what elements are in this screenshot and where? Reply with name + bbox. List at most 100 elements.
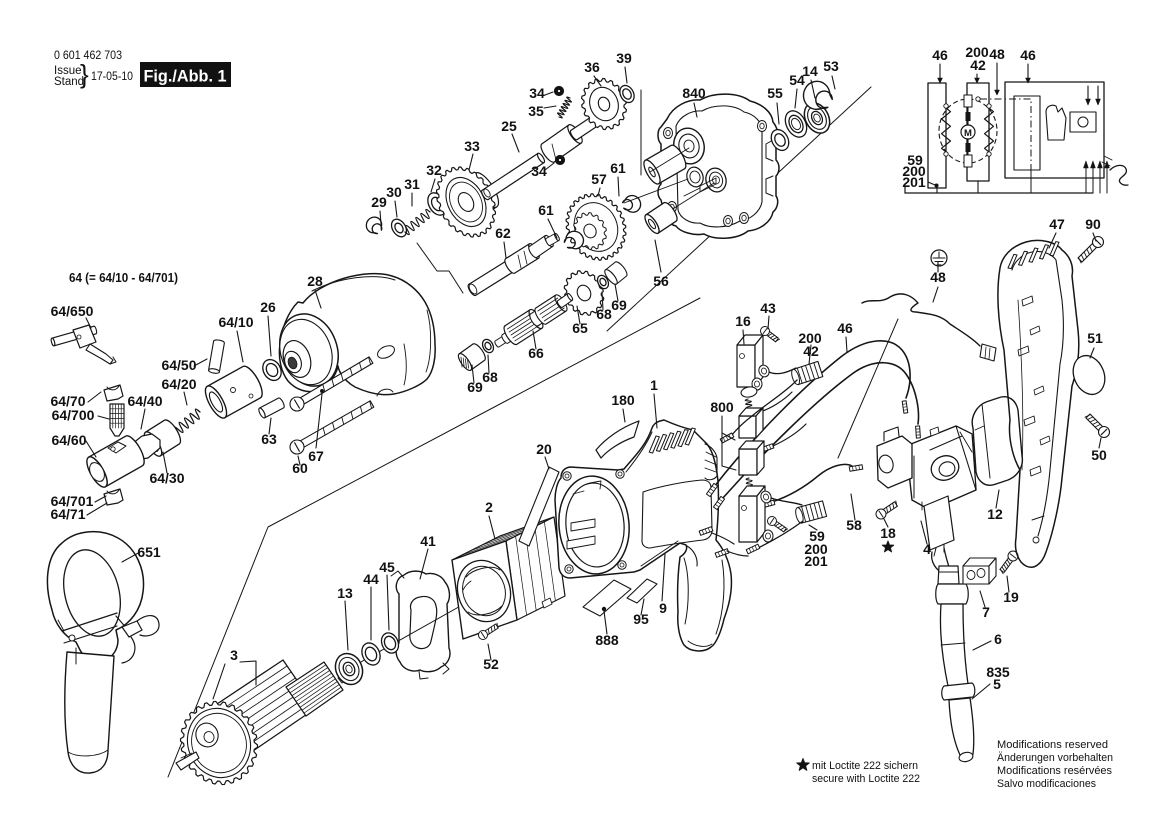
svg-text:41: 41 [420, 533, 436, 549]
svg-text:1: 1 [650, 377, 658, 393]
svg-text:64 (= 64/10 - 64/701): 64 (= 64/10 - 64/701) [69, 271, 178, 285]
svg-text:60: 60 [292, 460, 308, 476]
svg-text:64/20: 64/20 [161, 376, 196, 392]
svg-text:26: 26 [260, 299, 276, 315]
svg-text:33: 33 [464, 138, 480, 154]
svg-text:44: 44 [363, 571, 379, 587]
svg-text:Stand: Stand [54, 76, 84, 88]
svg-text:43: 43 [760, 300, 776, 316]
svg-text:201: 201 [902, 174, 926, 190]
svg-text:201: 201 [804, 553, 828, 569]
svg-text:3: 3 [230, 647, 238, 663]
svg-text:64/650: 64/650 [51, 303, 94, 319]
svg-text:42: 42 [970, 57, 986, 73]
svg-text:42: 42 [803, 343, 819, 359]
svg-text:5: 5 [993, 676, 1001, 692]
svg-text:55: 55 [767, 85, 783, 101]
svg-text:20: 20 [536, 441, 552, 457]
svg-text:47: 47 [1049, 216, 1065, 232]
svg-text:57: 57 [591, 171, 607, 187]
svg-text:65: 65 [572, 320, 588, 336]
svg-text:51: 51 [1087, 330, 1103, 346]
svg-text:12: 12 [987, 506, 1003, 522]
svg-text:64/10: 64/10 [218, 314, 253, 330]
svg-text:59: 59 [809, 528, 825, 544]
svg-text:200: 200 [902, 163, 926, 179]
svg-text:30: 30 [386, 184, 402, 200]
svg-text:66: 66 [528, 345, 544, 361]
svg-text:4: 4 [923, 541, 931, 557]
svg-text:39: 39 [616, 50, 632, 66]
svg-text:840: 840 [682, 85, 706, 101]
svg-text:17-05-10: 17-05-10 [91, 71, 133, 83]
svg-text:Änderungen vorbehalten: Änderungen vorbehalten [997, 752, 1113, 764]
svg-text:62: 62 [495, 225, 511, 241]
svg-text:48: 48 [989, 46, 1005, 62]
svg-text:180: 180 [611, 392, 635, 408]
svg-text:32: 32 [426, 162, 442, 178]
svg-text:14: 14 [802, 63, 818, 79]
svg-text:mit Loctite 222 sichern: mit Loctite 222 sichern [812, 760, 918, 772]
svg-text:64/71: 64/71 [50, 506, 85, 522]
svg-text:68: 68 [596, 306, 612, 322]
svg-text:secure with Loctite 222: secure with Loctite 222 [812, 773, 920, 785]
svg-text:28: 28 [307, 273, 323, 289]
svg-text:Fig./Abb. 1: Fig./Abb. 1 [144, 67, 227, 86]
svg-text:35: 35 [528, 103, 544, 119]
svg-text:0 601 462 703: 0 601 462 703 [54, 50, 122, 62]
svg-text:651: 651 [137, 544, 161, 560]
svg-text:67: 67 [308, 448, 324, 464]
svg-text:2: 2 [485, 499, 493, 515]
svg-text:200: 200 [798, 330, 822, 346]
svg-text:52: 52 [483, 656, 499, 672]
svg-text:95: 95 [633, 611, 649, 627]
svg-text:Salvo modificaciones: Salvo modificaciones [997, 778, 1096, 790]
svg-text:59: 59 [907, 152, 923, 168]
svg-text:835: 835 [986, 664, 1010, 680]
svg-text:}: } [80, 59, 89, 89]
svg-text:68: 68 [482, 369, 498, 385]
svg-text:53: 53 [823, 58, 839, 74]
svg-text:48: 48 [930, 269, 946, 285]
svg-text:61: 61 [610, 160, 626, 176]
svg-text:25: 25 [501, 118, 517, 134]
svg-text:50: 50 [1091, 447, 1107, 463]
svg-text:36: 36 [584, 59, 600, 75]
svg-text:64/30: 64/30 [149, 470, 184, 486]
svg-text:64/70: 64/70 [50, 393, 85, 409]
svg-text:56: 56 [653, 273, 669, 289]
svg-text:64/701: 64/701 [51, 493, 94, 509]
svg-text:M: M [964, 128, 972, 139]
svg-text:46: 46 [932, 47, 948, 63]
svg-text:31: 31 [404, 176, 420, 192]
svg-text:54: 54 [789, 72, 805, 88]
svg-text:200: 200 [965, 44, 989, 60]
svg-text:90: 90 [1085, 216, 1101, 232]
svg-text:888: 888 [595, 632, 619, 648]
svg-text:64/50: 64/50 [161, 357, 196, 373]
svg-text:45: 45 [379, 559, 395, 575]
svg-text:Modifications resérvées: Modifications resérvées [997, 765, 1112, 777]
svg-text:9: 9 [659, 600, 667, 616]
svg-text:34: 34 [529, 85, 545, 101]
svg-text:69: 69 [611, 297, 627, 313]
svg-text:7: 7 [982, 604, 990, 620]
svg-text:19: 19 [1003, 589, 1019, 605]
svg-text:69: 69 [467, 379, 483, 395]
svg-text:64/60: 64/60 [51, 432, 86, 448]
svg-text:64/700: 64/700 [52, 407, 95, 423]
svg-text:64/40: 64/40 [127, 393, 162, 409]
svg-text:63: 63 [261, 431, 277, 447]
svg-text:800: 800 [710, 399, 734, 415]
svg-text:Modifications reserved: Modifications reserved [997, 739, 1108, 751]
svg-text:58: 58 [846, 517, 862, 533]
svg-text:13: 13 [337, 585, 353, 601]
svg-text:200: 200 [804, 541, 828, 557]
svg-text:18: 18 [880, 525, 896, 541]
svg-text:6: 6 [994, 631, 1002, 647]
svg-text:29: 29 [371, 194, 387, 210]
svg-text:46: 46 [1020, 47, 1036, 63]
svg-text:61: 61 [538, 202, 554, 218]
svg-text:Issue: Issue [54, 65, 82, 77]
svg-text:46: 46 [837, 320, 853, 336]
